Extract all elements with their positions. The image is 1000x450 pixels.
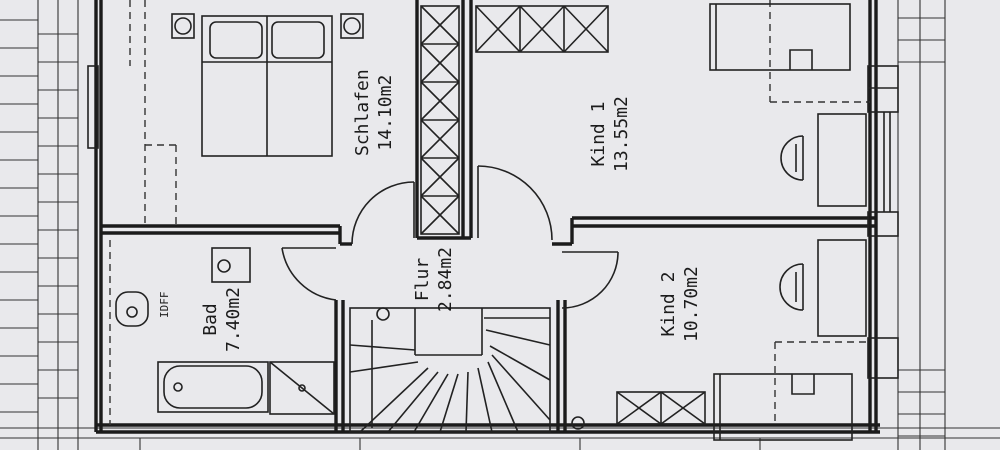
room-label-kind2: Kind 2 10.70m2 <box>658 266 703 342</box>
desk-kind1 <box>780 113 867 207</box>
dashed-lines <box>109 0 870 425</box>
bed-kind1 <box>709 3 851 71</box>
room-area-kind2: 10.70m2 <box>680 266 702 342</box>
outer-walls <box>94 0 880 434</box>
wardrobe-kind1 <box>475 5 609 53</box>
room-label-bad: Bad 7.40m2 <box>200 287 245 352</box>
bottom-strip <box>0 427 1000 450</box>
bathroom-fixtures <box>115 247 335 415</box>
room-area-schlafen: 14.10m2 <box>374 74 396 151</box>
door-swings <box>281 165 619 309</box>
room-label-kind1: Kind 1 13.55m2 <box>588 96 633 172</box>
room-label-schlafen: Schlafen 14.10m2 <box>352 69 397 156</box>
interior-walls <box>101 0 876 432</box>
room-name-bad: Bad <box>200 303 221 336</box>
room-label-flur: Flur 2.84m2 <box>412 247 457 312</box>
desk-kind2 <box>779 239 867 337</box>
room-area-flur: 2.84m2 <box>434 246 456 312</box>
room-area-kind1: 13.55m2 <box>610 96 632 172</box>
roof-hatch-right <box>897 0 946 450</box>
window-right <box>867 65 899 379</box>
wc-annotation: IDFF <box>158 291 171 319</box>
room-name-kind1: Kind 1 <box>588 101 609 167</box>
wardrobe-kind2 <box>616 391 706 425</box>
bed-kind2 <box>713 373 853 441</box>
wardrobe-schlafen <box>420 5 460 235</box>
schlafen-bay <box>87 65 99 149</box>
room-area-bad: 7.40m2 <box>222 286 244 352</box>
room-name-kind2: Kind 2 <box>658 271 679 337</box>
room-name-schlafen: Schlafen <box>352 69 373 156</box>
roof-hatch-left <box>0 0 79 450</box>
stairs <box>349 307 551 433</box>
kind2-symbol <box>571 416 585 430</box>
double-bed <box>171 13 364 157</box>
room-name-flur: Flur <box>412 257 433 302</box>
